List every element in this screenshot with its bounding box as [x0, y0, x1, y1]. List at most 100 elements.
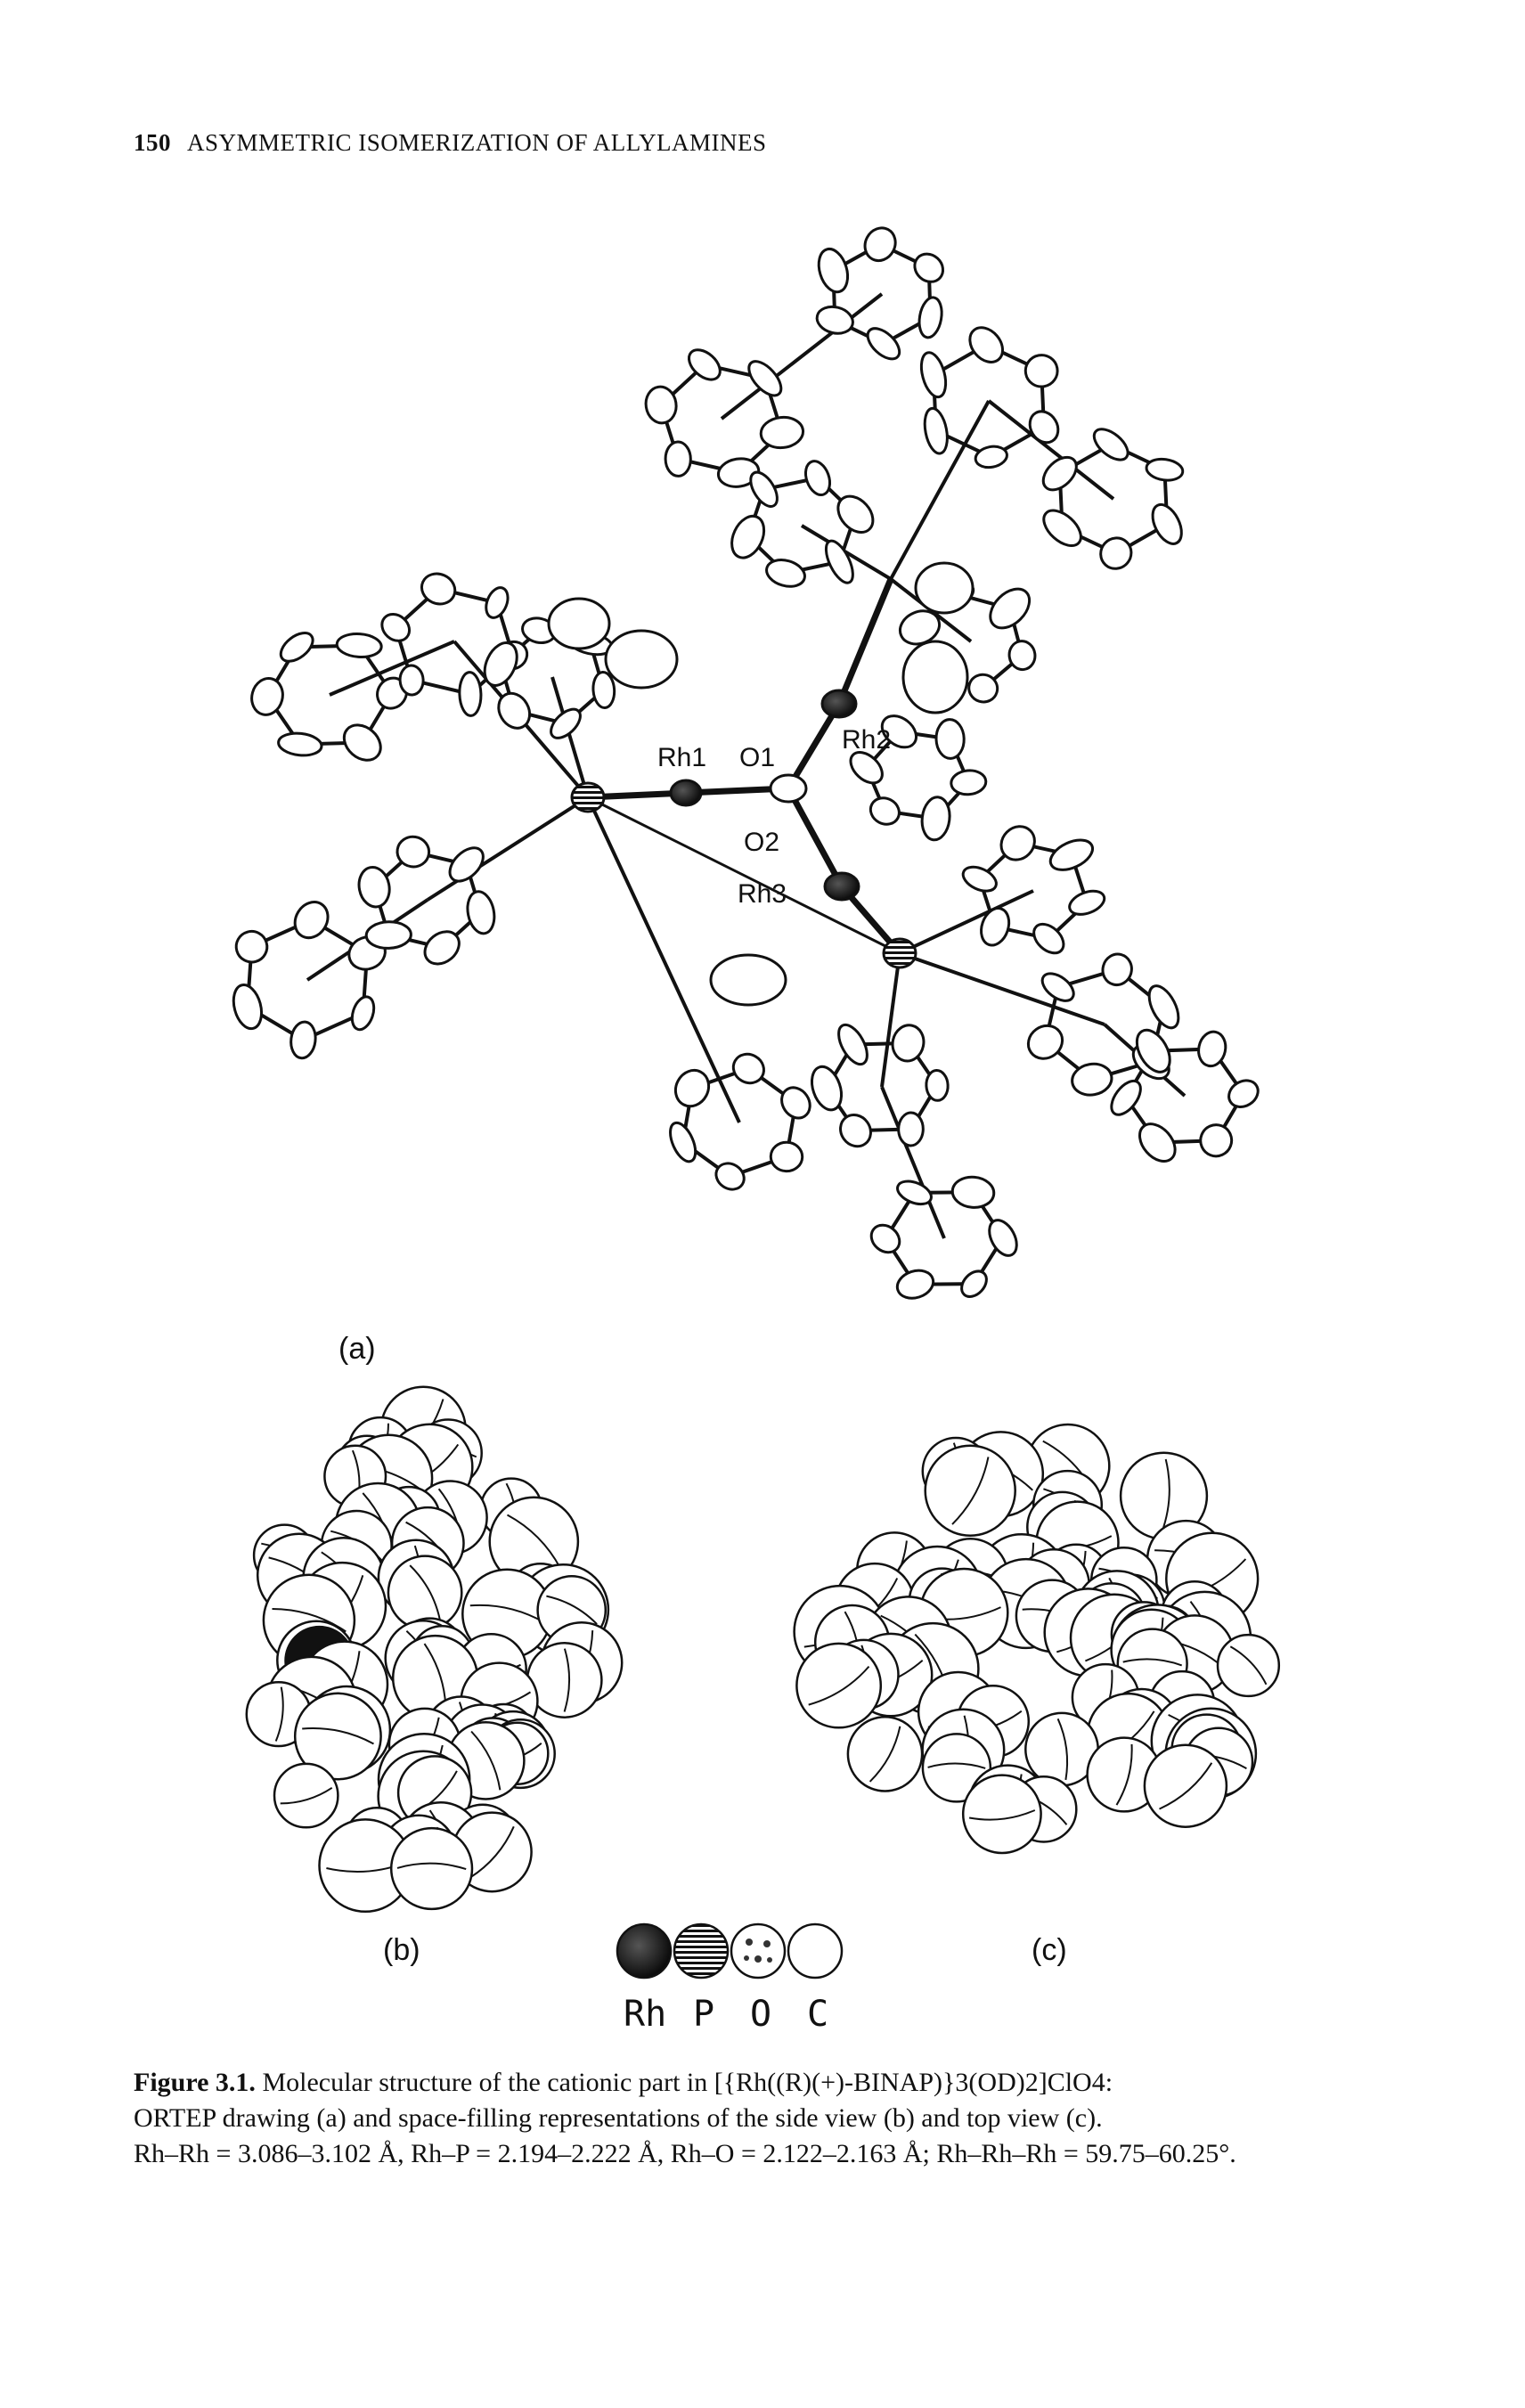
carbon-atom — [974, 445, 1008, 469]
bond — [426, 796, 590, 902]
carbon-atom — [1151, 502, 1183, 545]
phosphorus-atom — [882, 937, 917, 969]
panel-label-a: (a) — [338, 1332, 376, 1366]
running-title: ASYMMETRIC ISOMERIZATION OF ALLYLAMINES — [187, 129, 767, 156]
carbon-atom — [1092, 428, 1129, 461]
carbon-atom — [664, 440, 692, 478]
carbon-atom — [1071, 1062, 1113, 1097]
carbon-atom — [423, 930, 461, 966]
label-rh3: Rh3 — [738, 879, 787, 909]
carbon-atom — [849, 751, 884, 785]
carbon-atom — [234, 929, 269, 964]
carbon-atom — [497, 691, 532, 730]
figure-number: Figure 3.1. — [134, 2068, 256, 2097]
carbon-atom — [815, 305, 854, 335]
bond — [987, 399, 1115, 501]
carbon-atom — [950, 1175, 996, 1209]
carbon-atom — [1041, 455, 1078, 492]
carbon-atom — [730, 514, 766, 559]
carbon-atom — [837, 1023, 869, 1066]
o-legend-dots — [744, 1939, 772, 1963]
carbon-atom — [458, 671, 483, 717]
sphere-contour — [1161, 1458, 1170, 1533]
carbon-atom — [1042, 509, 1082, 548]
carbon-atom — [780, 1086, 811, 1120]
legend-label-rh: Rh — [624, 1994, 667, 2035]
legend-label-c: C — [807, 1994, 829, 2035]
rhodium-atoms — [570, 689, 917, 969]
p-legend-sphere — [673, 1922, 730, 1979]
carbon-atom — [1227, 1079, 1260, 1108]
thermal-ellipsoid — [604, 629, 679, 690]
carbon-atom — [1138, 1122, 1177, 1163]
sphere-contour — [469, 1825, 515, 1879]
carbon-atom — [1023, 354, 1059, 388]
legend-label-p: P — [693, 1994, 715, 2035]
carbon-atom — [1068, 889, 1106, 916]
carbon-atom — [923, 406, 949, 455]
carbon-atom — [1028, 410, 1060, 445]
carbon-atom — [731, 1052, 765, 1085]
bond — [329, 640, 455, 697]
carbon-atom — [925, 1069, 950, 1102]
caption-line-3: Rh–Rh = 3.086–3.102 Å, Rh–P = 2.194–2.22… — [134, 2139, 1236, 2168]
carbon-atom — [1145, 457, 1185, 482]
figure-3-1: Rh1 O1 Rh2 O2 Rh3 — [232, 226, 1281, 1979]
panel-label-b: (b) — [383, 1933, 420, 1967]
rh-legend-sphere — [616, 1922, 673, 1979]
space-filling-top-view — [793, 1423, 1281, 1855]
carbon-atom — [716, 457, 761, 488]
carbon-atom — [1199, 1123, 1234, 1158]
carbon-atom — [749, 470, 779, 508]
carbon-atom — [1007, 640, 1037, 672]
carbon-atom — [836, 494, 875, 534]
sphere-contour — [1229, 1645, 1268, 1686]
carbon-atom — [1026, 1024, 1064, 1060]
carbon-atom — [550, 707, 582, 739]
atom-sphere — [273, 1762, 339, 1829]
atom-sphere — [1143, 1743, 1228, 1828]
sphere-contour — [546, 1595, 598, 1625]
carbon-atom — [913, 252, 945, 283]
carbon-atom — [1048, 838, 1095, 871]
carbon-atom — [839, 1113, 872, 1148]
carbon-atom — [960, 1269, 988, 1298]
carbon-atom — [866, 327, 901, 361]
carbon-atom — [673, 1068, 711, 1108]
atom-sphere — [389, 1826, 474, 1911]
atom-sphere — [1216, 1633, 1281, 1698]
rh3-atom — [823, 871, 860, 902]
carbon-atom — [279, 632, 314, 663]
sphere-contour — [563, 1648, 571, 1712]
carbon-atom — [1147, 984, 1180, 1030]
thermal-ellipsoid — [709, 953, 787, 1007]
thermal-ellipsoid — [547, 597, 611, 650]
carbon-atom — [364, 920, 412, 950]
carbon-atom — [989, 587, 1032, 630]
sphere-contour — [808, 1665, 870, 1706]
rh2-atom — [820, 689, 858, 719]
atom-sphere — [795, 1642, 883, 1729]
carbon-atom — [669, 1121, 697, 1163]
atom-sphere — [846, 1716, 924, 1792]
sphere-contour — [409, 1564, 441, 1620]
rh1-atom — [669, 779, 703, 807]
c-legend-sphere — [787, 1922, 844, 1979]
atom-sphere — [924, 1444, 1016, 1537]
bond — [899, 889, 1034, 955]
sphere-contour — [927, 1762, 986, 1769]
carbon-atom — [483, 641, 518, 687]
panel-label-c: (c) — [1032, 1933, 1067, 1967]
label-o2: O2 — [744, 828, 779, 857]
thermal-ellipsoid — [914, 561, 975, 615]
atom-sphere — [526, 1642, 603, 1718]
carbon-atom — [765, 559, 806, 588]
carbon-atom — [1101, 952, 1133, 987]
carbon-atom — [917, 296, 943, 339]
carbon-atom — [342, 723, 382, 762]
page-number: 150 — [134, 129, 171, 156]
carbon-atom — [591, 671, 616, 709]
carbon-atom — [335, 633, 383, 658]
sphere-contour — [1115, 1743, 1133, 1806]
carbon-atom — [980, 907, 1011, 947]
